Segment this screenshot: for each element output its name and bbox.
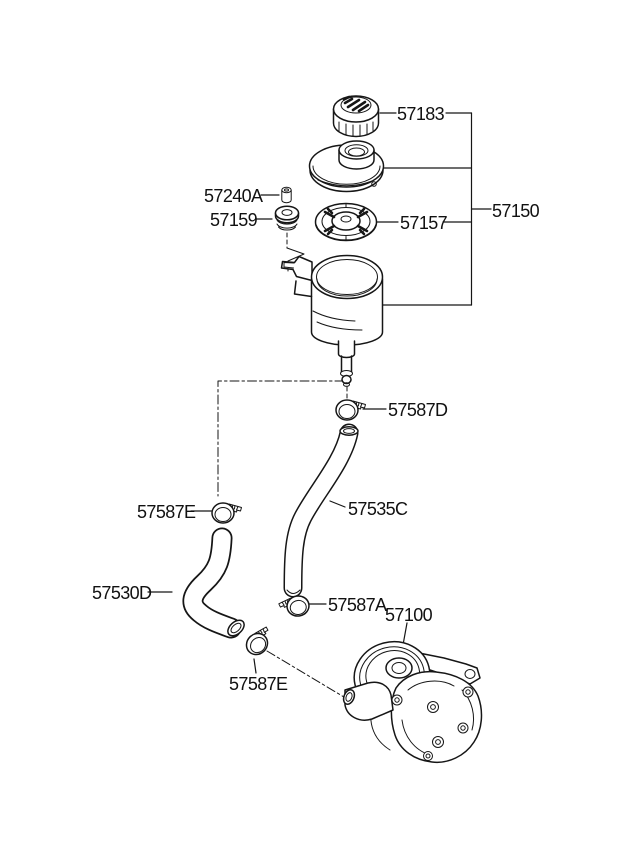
return-hose: [182, 527, 245, 639]
reservoir-body: [280, 254, 384, 387]
part-label-57157: 57157: [400, 213, 448, 233]
part-label-57587e-upper: 57587E: [137, 502, 196, 522]
bleed-plug: [281, 186, 292, 204]
pump-bolts: [391, 686, 474, 761]
part-label-57159: 57159: [210, 210, 258, 230]
power-steering-pump: [342, 641, 483, 764]
part-label-57587a: 57587A: [328, 595, 387, 615]
part-label-57240a: 57240A: [204, 186, 263, 206]
reservoir-cap: [332, 95, 380, 138]
grommet: [274, 205, 300, 231]
part-label-57587d: 57587D: [388, 400, 448, 420]
callout-leader-lines: [147, 112, 492, 674]
reservoir-cover: [308, 140, 385, 193]
suction-hose: [283, 423, 359, 598]
hose-clamp-57587d: [335, 399, 367, 421]
part-label-57535c: 57535C: [348, 499, 408, 519]
hose-clamp-57587a: [277, 593, 312, 620]
hose-clamp-57587e-upper: [211, 502, 243, 524]
part-labels: 57183 57150 57157 57240A 57159 57587D 57…: [92, 104, 540, 694]
part-label-57150: 57150: [492, 201, 540, 221]
part-label-57530d: 57530D: [92, 583, 152, 603]
pump-filter: [314, 202, 378, 242]
part-label-57183: 57183: [397, 104, 445, 124]
part-label-57100: 57100: [385, 605, 433, 625]
part-label-57587e-lower: 57587E: [229, 674, 288, 694]
